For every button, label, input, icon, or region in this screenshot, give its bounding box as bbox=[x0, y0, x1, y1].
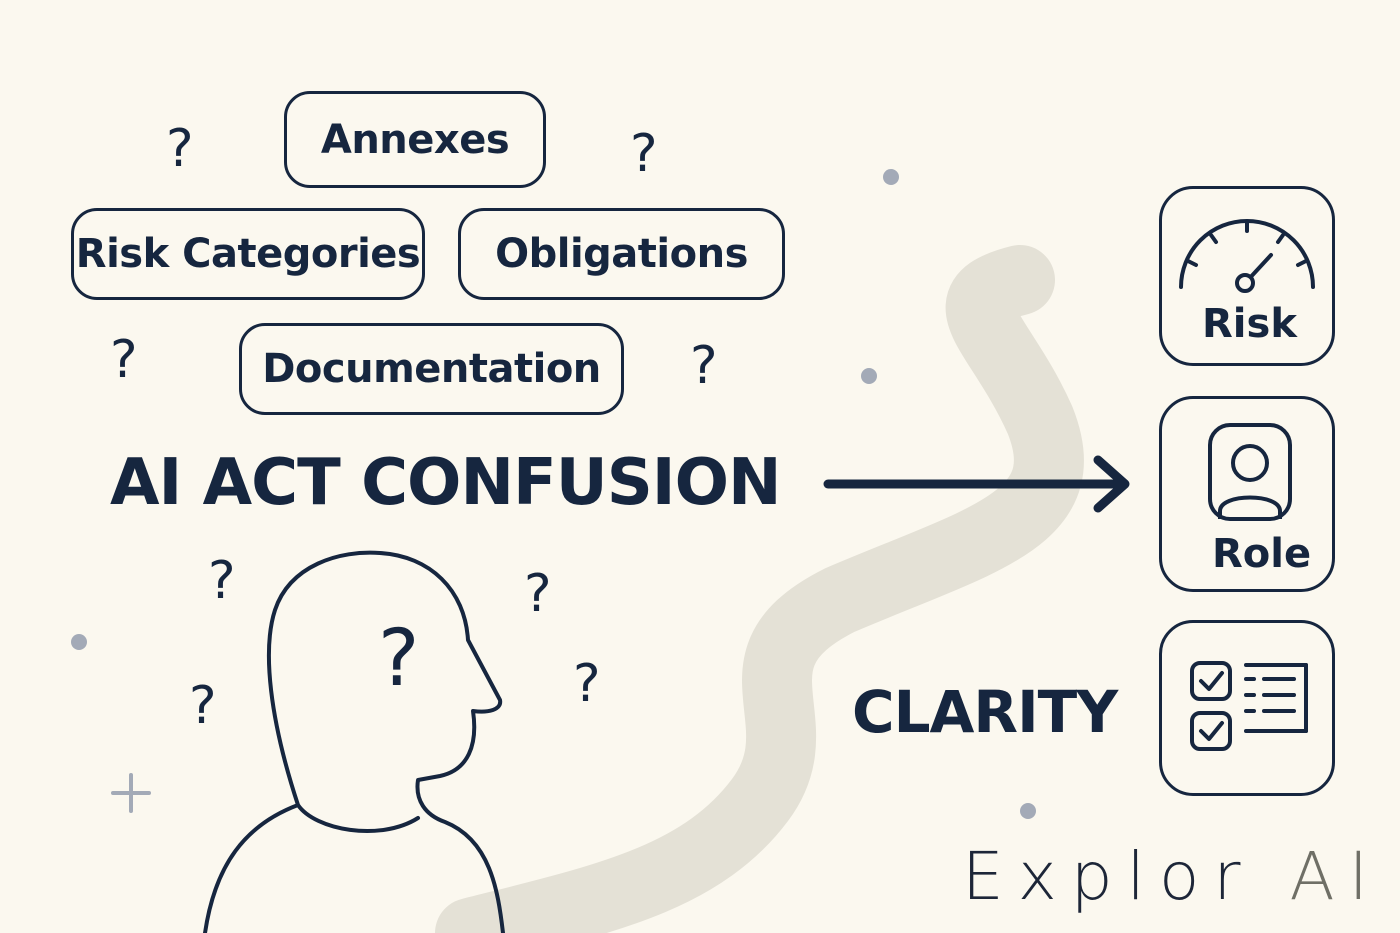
clarity-label: CLARITY bbox=[852, 678, 1118, 746]
person-outline-icon bbox=[203, 550, 505, 933]
risk-tile: Risk bbox=[1159, 186, 1335, 366]
risk-label: Risk bbox=[1202, 301, 1297, 347]
head-question-mark: ? bbox=[378, 614, 420, 704]
decor-dot bbox=[1020, 803, 1036, 819]
question-mark: ? bbox=[189, 676, 217, 736]
decor-dot bbox=[861, 368, 877, 384]
question-mark: ? bbox=[690, 336, 718, 396]
question-mark: ? bbox=[166, 119, 194, 179]
tag-risk-categories: Risk Categories bbox=[71, 208, 425, 300]
brand-accent: AI bbox=[1289, 838, 1383, 915]
arrow-icon bbox=[823, 455, 1130, 513]
decor-dot bbox=[71, 634, 87, 650]
tag-documentation: Documentation bbox=[239, 323, 624, 415]
winding-path bbox=[435, 245, 1084, 933]
checklist-tile bbox=[1159, 620, 1335, 796]
question-mark: ? bbox=[208, 551, 236, 611]
question-mark: ? bbox=[524, 564, 552, 624]
role-tile: Role bbox=[1159, 396, 1335, 592]
brand-logo: Explor AI bbox=[962, 838, 1382, 915]
tag-obligations: Obligations bbox=[458, 208, 785, 300]
question-mark: ? bbox=[110, 330, 138, 390]
checklist-icon bbox=[1190, 661, 1308, 751]
role-label: Role bbox=[1212, 531, 1312, 577]
user-badge-icon bbox=[1208, 423, 1292, 521]
question-mark: ? bbox=[573, 654, 601, 714]
tag-annexes: Annexes bbox=[284, 91, 546, 188]
headline: AI ACT CONFUSION bbox=[110, 446, 782, 520]
plus-icon bbox=[111, 773, 151, 813]
gauge-icon bbox=[1179, 219, 1315, 293]
decor-dot bbox=[883, 169, 899, 185]
brand-main: Explor bbox=[962, 838, 1255, 915]
question-mark: ? bbox=[630, 124, 658, 184]
